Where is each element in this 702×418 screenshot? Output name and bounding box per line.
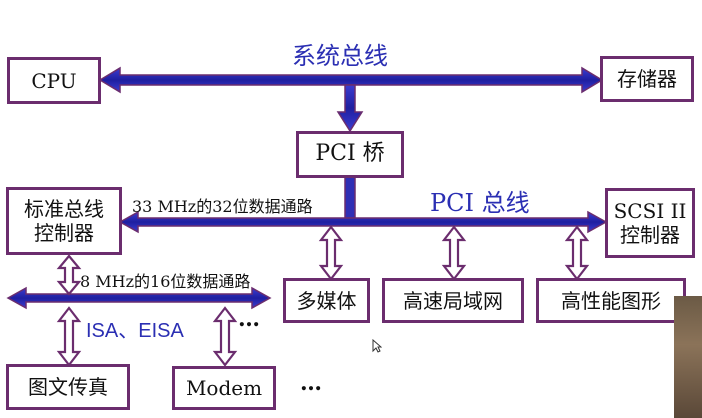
isa-path-label: 8 MHz的16位数据通路 — [80, 272, 251, 291]
arrow-pci-lan — [441, 225, 467, 281]
arrow-ctrl-isa — [56, 254, 82, 296]
scsi-line2: 控制器 — [620, 223, 680, 247]
modem-box: Modem — [172, 366, 276, 410]
mouse-cursor-icon — [372, 339, 382, 353]
standard-bus-controller-box: 标准总线 控制器 — [6, 187, 122, 255]
isa-bus-label: ISA、EISA — [86, 320, 184, 342]
system-bus-label: 系统总线 — [292, 42, 388, 70]
multimedia-box: 多媒体 — [283, 278, 370, 323]
cpu-box: CPU — [7, 57, 101, 104]
fax-box: 图文传真 — [6, 364, 130, 410]
pci-bridge-box: PCI 桥 — [296, 131, 404, 178]
graphics-box: 高性能图形 — [536, 278, 686, 323]
scsi-controller-box: SCSI II 控制器 — [605, 188, 695, 258]
lan-box: 高速局域网 — [382, 278, 524, 323]
arrow-isa-modem — [212, 306, 238, 367]
memory-box: 存储器 — [600, 56, 694, 102]
pci-bus-label: PCI 总线 — [430, 189, 530, 217]
photo-fragment — [674, 296, 702, 418]
arrow-isa-fax — [56, 306, 82, 367]
std-ctrl-line1: 标准总线 — [24, 197, 104, 221]
arrow-pci-multimedia — [318, 225, 344, 281]
arrow-pci-graphics — [564, 225, 590, 281]
std-ctrl-line2: 控制器 — [34, 221, 94, 245]
scsi-line1: SCSI II — [613, 199, 687, 223]
bridge-to-pci-connector — [344, 175, 356, 219]
modem-ellipsis: … — [300, 370, 322, 396]
isa-ellipsis: … — [238, 306, 260, 332]
system-to-bridge-connector — [336, 84, 364, 133]
pci-path-label: 33 MHz的32位数据通路 — [132, 197, 313, 216]
isa-bus — [6, 286, 272, 310]
